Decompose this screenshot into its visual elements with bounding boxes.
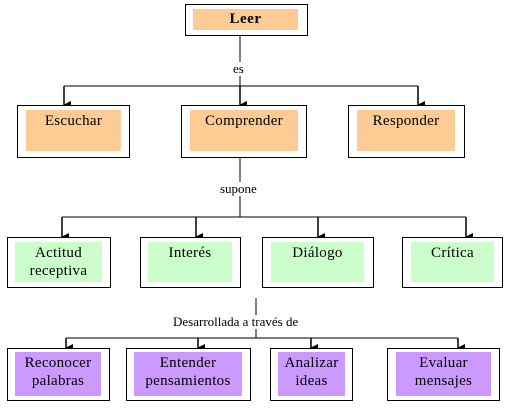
node-leer-fill: Leer: [193, 9, 298, 30]
node-responder-fill: Responder: [357, 110, 455, 151]
node-responder-label: Responder: [372, 113, 440, 129]
node-interes-label: Interés: [168, 245, 212, 261]
node-comprender-fill: Comprender: [190, 110, 298, 151]
node-interes-fill: Interés: [148, 242, 232, 282]
node-critica-label: Crítica: [431, 245, 474, 261]
node-critica-fill: Crítica: [411, 242, 494, 282]
connector-label-es: es: [233, 61, 244, 76]
node-dialogo-label: Diálogo: [292, 245, 343, 261]
node-escuchar-fill: Escuchar: [26, 110, 121, 151]
node-actitud-receptiva-label: Actitud receptiva: [29, 245, 88, 279]
node-comprender-label: Comprender: [205, 113, 283, 129]
node-dialogo-fill: Diálogo: [271, 242, 364, 282]
connector-label-supone: supone: [220, 181, 257, 196]
node-leer-label: Leer: [229, 11, 262, 27]
node-actitud-receptiva-fill: Actitud receptiva: [15, 242, 102, 282]
node-escuchar-label: Escuchar: [44, 113, 103, 129]
node-reconocer-palabras-fill: Reconocer palabras: [15, 352, 101, 396]
node-analizar-ideas-fill: Analizar ideas: [278, 352, 345, 396]
node-entender-pensamientos-fill: Entender pensamientos: [134, 352, 242, 396]
node-evaluar-mensajes-label: Evaluar mensajes: [414, 355, 473, 389]
node-analizar-ideas-label: Analizar ideas: [284, 355, 339, 389]
node-reconocer-palabras-label: Reconocer palabras: [24, 355, 92, 389]
connector-label-desarrollada: Desarrollada a través de: [173, 314, 299, 329]
node-evaluar-mensajes-fill: Evaluar mensajes: [396, 352, 491, 396]
node-entender-pensamientos-label: Entender pensamientos: [145, 355, 231, 389]
